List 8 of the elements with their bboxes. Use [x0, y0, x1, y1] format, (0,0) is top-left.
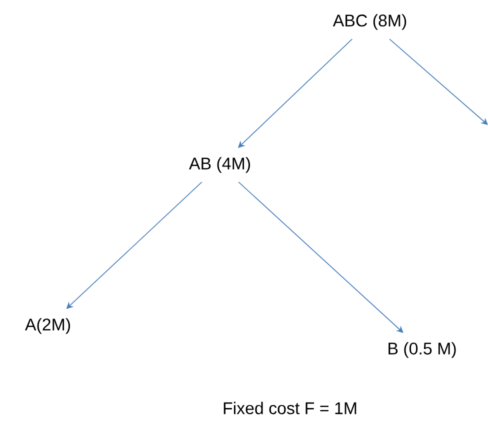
- note-text: Fixed cost F = 1M: [224, 402, 356, 414]
- node-label: A(2M): [24, 318, 70, 334]
- arrow: [389, 38, 488, 125]
- node-label: AB (4M): [188, 157, 250, 173]
- arrow: [238, 182, 404, 333]
- arrow: [66, 182, 202, 309]
- node-label: B (0.5 M): [388, 342, 456, 358]
- node-label: ABC (8M): [332, 14, 406, 30]
